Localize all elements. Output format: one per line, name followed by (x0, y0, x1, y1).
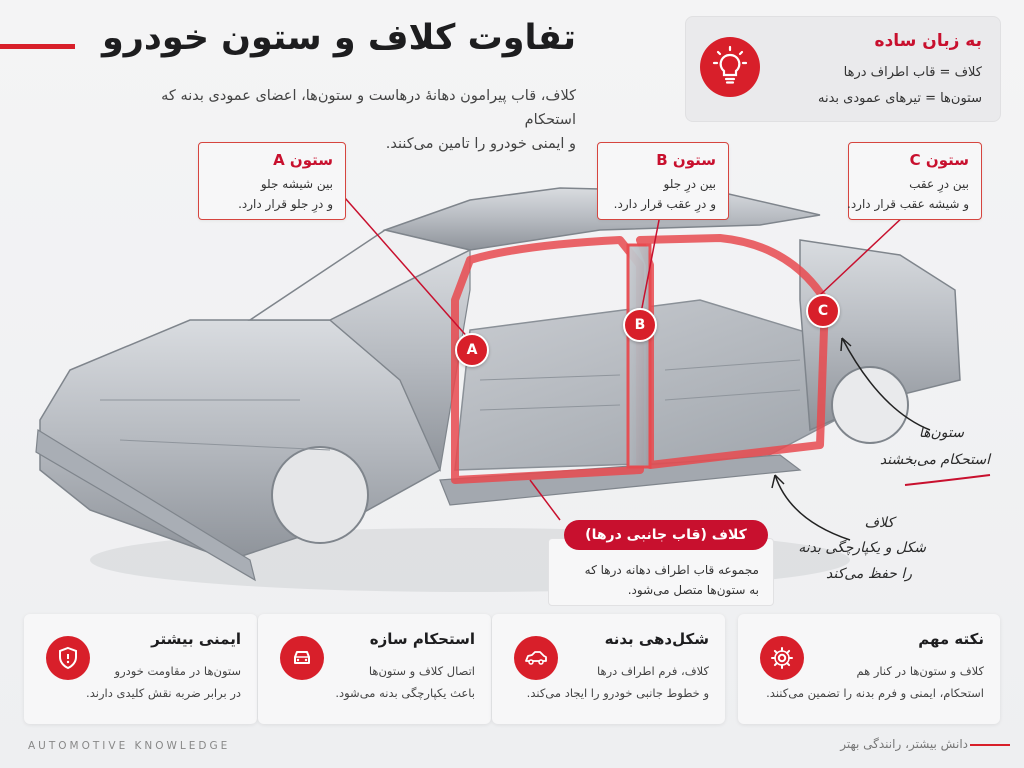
pillars-note-line-1: ستون‌ها (918, 425, 964, 441)
card-body-shape: شکل‌دهی بدنه کلاف، فرم اطراف درها و خطوط… (492, 614, 725, 724)
leader-line-b (639, 214, 661, 319)
intro-line-2: و ایمنی خودرو را تامین می‌کنند. (385, 136, 576, 152)
callout-a-title: ستون A (273, 151, 333, 169)
callout-b-title: ستون B (656, 151, 716, 169)
car-front-icon (280, 636, 324, 680)
lightbulb-icon (700, 37, 760, 97)
card-note-line-2: استحکام، ایمنی و فرم بدنه را تضمین می‌کن… (766, 686, 984, 700)
badge-pillar-c: C (806, 294, 840, 328)
floor-detail-line-4 (664, 389, 801, 401)
badge-pillar-a: A (455, 333, 489, 367)
card-safety-title: ایمنی بیشتر (151, 630, 241, 648)
card-safety: ایمنی بیشتر ستون‌ها در مقاومت خودرو در ب… (24, 614, 257, 724)
windshield-opening (247, 229, 473, 321)
card-structure-line-2: باعث یکپارچگی بدنه می‌شود. (335, 686, 475, 700)
card-structure-line-1: اتصال کلاف و ستون‌ها (368, 664, 475, 678)
shield-icon (46, 636, 90, 680)
pillars-note-line-2: استحکام می‌بخشند (879, 452, 990, 468)
callout-a-line-1: بین شیشه جلو (260, 177, 333, 191)
leader-line-a (344, 197, 471, 341)
frame-note-line-3: را حفظ می‌کند (826, 566, 912, 582)
simple-title: به زبان ساده (874, 31, 982, 51)
rear-wheel-arch (831, 366, 909, 444)
footer-slogan: دانش بیشتر، رانندگی بهتر (840, 737, 968, 751)
front-bumper-beam (35, 428, 256, 582)
front-wheel-arch (271, 446, 369, 544)
card-structure: استحکام سازه اتصال کلاف و ستون‌ها باعث ی… (258, 614, 491, 724)
frame-note-arrow-head (771, 474, 785, 489)
front-structure-detail-2 (119, 439, 331, 451)
callout-b-line-1: بین درِ جلو (663, 177, 716, 191)
callout-c-title: ستون C (909, 151, 969, 169)
card-important-note: نکته مهم کلاف و ستون‌ها در کنار هم استحک… (738, 614, 1000, 724)
footer-brand: AUTOMOTIVE KNOWLEDGE (28, 740, 231, 752)
callout-c-line-1: بین درِ عقب (909, 177, 969, 191)
pillars-note-underline (904, 474, 991, 486)
floor-detail-line-1 (479, 374, 621, 381)
simple-explanation-box: به زبان ساده کلاف = قاب اطراف درها ستون‌… (685, 16, 1001, 122)
callout-c-line-2: و شیشه عقب قرار دارد. (847, 197, 969, 211)
floor-detail-line-3 (664, 359, 801, 371)
callout-pillar-a: ستون A بین شیشه جلو و درِ جلو قرار دارد. (198, 142, 346, 220)
simple-line-1: کلاف = قاب اطراف درها (843, 65, 982, 80)
pillars-note-arrow-head (840, 337, 852, 352)
pillars-note-arrow (841, 337, 931, 431)
simple-line-2: ستون‌ها = تیرهای عمودی بدنه (817, 91, 982, 106)
leader-line-c (819, 214, 906, 296)
gear-icon (760, 636, 804, 680)
card-structure-title: استحکام سازه (369, 630, 475, 648)
callout-a-line-2: و درِ جلو قرار دارد. (238, 197, 333, 211)
car-side-icon (514, 636, 558, 680)
frame-line-1: مجموعه قاب اطراف دهانه درها که (584, 563, 759, 577)
frame-note-arrow (774, 474, 851, 541)
callout-pillar-b: ستون B بین درِ جلو و درِ عقب قرار دارد. (597, 142, 729, 220)
frame-title-pill: کلاف (قاب جانبی درها) (564, 520, 768, 550)
page-title: تفاوت کلاف و ستون خودرو (101, 18, 576, 58)
leader-line-frame (529, 479, 561, 521)
intro-line-1: کلاف، قاب پیرامون دهانهٔ درهاست و ستون‌ه… (161, 88, 576, 128)
floor-detail-line-2 (479, 404, 621, 411)
callout-pillar-c: ستون C بین درِ عقب و شیشه عقب قرار دارد. (847, 142, 982, 220)
card-note-line-1: کلاف و ستون‌ها در کنار هم (856, 664, 984, 678)
card-note-title: نکته مهم (918, 630, 984, 648)
frame-note-line-2: شکل و یکپارچگی بدنه (798, 540, 926, 556)
frame-note-line-1: کلاف (864, 515, 894, 531)
card-body-shape-line-1: کلاف، فرم اطراف درها (597, 664, 709, 678)
rear-door-frame-highlight (636, 234, 829, 469)
title-accent-line (0, 44, 75, 49)
intro-text: کلاف، قاب پیرامون دهانهٔ درهاست و ستون‌ه… (156, 84, 576, 156)
card-body-shape-title: شکل‌دهی بدنه (604, 630, 709, 648)
pillar-b (626, 243, 652, 469)
badge-pillar-b: B (623, 308, 657, 342)
footer-accent-line (970, 744, 1010, 746)
card-body-shape-line-2: و خطوط جانبی خودرو را ایجاد می‌کند. (526, 686, 709, 700)
card-safety-line-2: در برابر ضربه نقش کلیدی دارند. (86, 686, 241, 700)
callout-b-line-2: و درِ عقب قرار دارد. (613, 197, 716, 211)
frame-line-2: به ستون‌ها متصل می‌شود. (627, 583, 759, 597)
card-safety-line-1: ستون‌ها در مقاومت خودرو (114, 664, 241, 678)
